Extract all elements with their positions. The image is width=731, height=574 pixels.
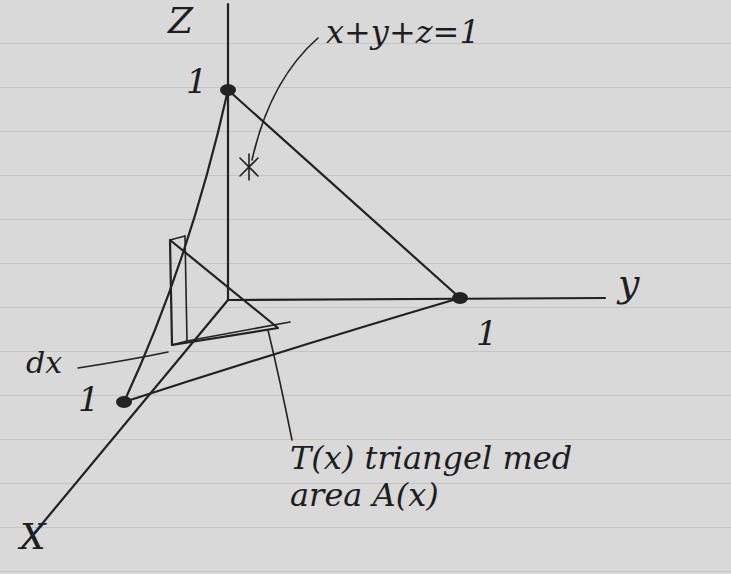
point [116, 396, 132, 408]
plane-mark [240, 154, 258, 180]
axis-value: 1 [78, 380, 100, 419]
slice-thickness [170, 236, 185, 240]
axis-name: Z [168, 0, 193, 41]
plane-equation: x+y+z=1 [326, 14, 480, 51]
y-axis [228, 298, 605, 300]
thickness-label: dx [26, 346, 62, 381]
leader-line [268, 330, 292, 440]
leader-line [78, 352, 168, 368]
slice-thickness [172, 341, 187, 345]
slice-thickness [185, 236, 290, 341]
axis-value: 1 [476, 314, 498, 353]
axis-name: X [20, 516, 46, 557]
point [220, 84, 236, 96]
x-axis [22, 300, 228, 548]
axis-name: y [618, 262, 639, 306]
leader-line [252, 38, 318, 160]
axis-value: 1 [186, 62, 208, 101]
z-axis [227, 4, 229, 300]
point [452, 292, 468, 304]
edge-xy [124, 298, 460, 402]
slice-label: T(x) triangel med area A(x) [290, 440, 590, 514]
